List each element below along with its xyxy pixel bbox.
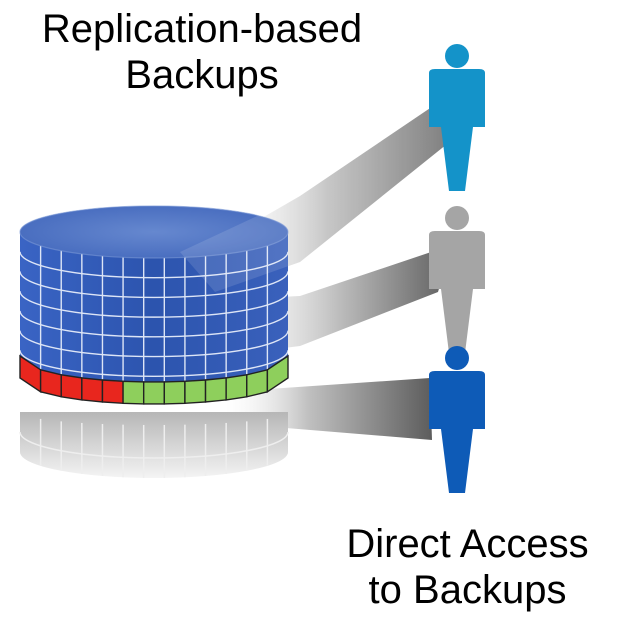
direct-access-label-line2: to Backups	[368, 568, 567, 612]
database-reflection	[19, 412, 289, 478]
status-segment-red	[60, 373, 83, 401]
status-segment-green	[142, 381, 166, 405]
replication-label: Replication-based Backups	[0, 6, 404, 98]
status-segment-green	[204, 377, 227, 403]
replication-label-line2: Backups	[125, 53, 279, 97]
direct-access-label-line1: Direct Access	[346, 522, 589, 566]
person-middle-icon	[429, 206, 485, 353]
person-top-icon	[429, 44, 485, 191]
status-segment-green	[266, 354, 289, 394]
status-segment-green	[225, 373, 248, 401]
direct-access-label: Direct Access to Backups	[316, 521, 619, 613]
status-segment-green	[122, 380, 145, 405]
status-segment-green	[184, 379, 207, 405]
database-top	[20, 206, 288, 258]
person-bottom-icon	[429, 346, 485, 493]
status-segment-green	[163, 380, 186, 405]
status-segment-green	[246, 368, 269, 398]
status-segment-red	[81, 377, 104, 403]
database-cylinder	[19, 205, 289, 405]
replication-label-line1: Replication-based	[41, 7, 363, 51]
database-status-band	[19, 354, 289, 405]
status-segment-red	[39, 368, 62, 398]
status-segment-red	[101, 379, 124, 405]
